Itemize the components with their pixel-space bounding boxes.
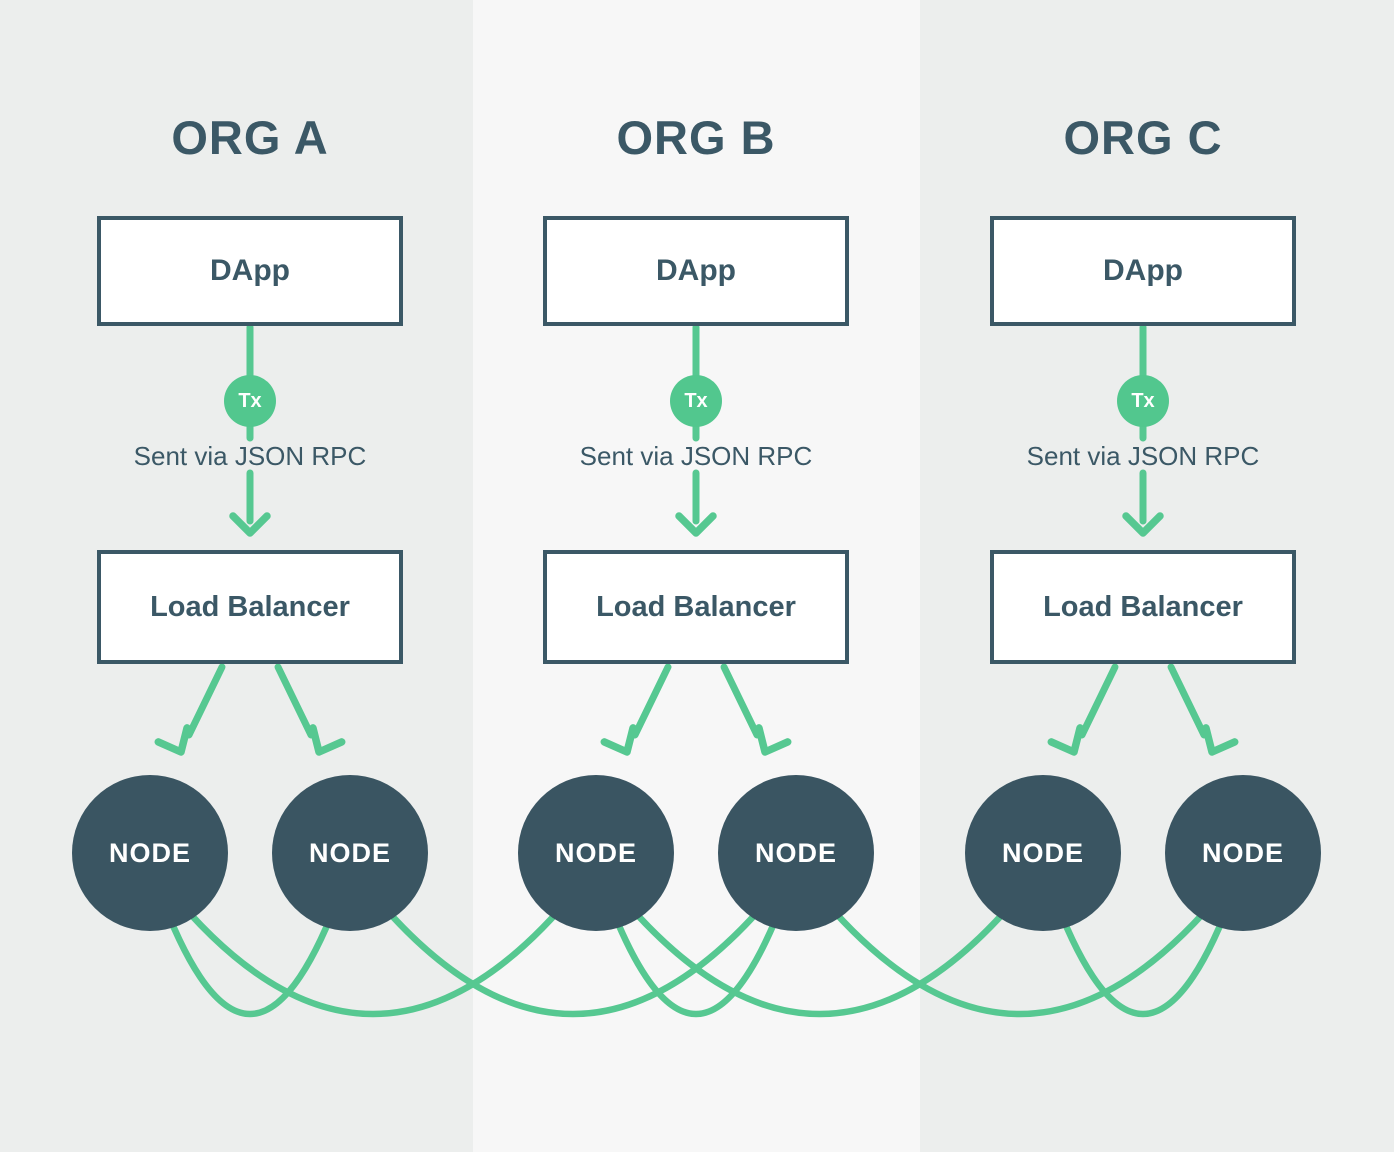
dapp-label: DApp: [210, 254, 290, 287]
org-c-node-2: NODE: [1165, 775, 1321, 931]
node-label: NODE: [308, 837, 391, 868]
org-a-node-2: NODE: [272, 775, 428, 931]
node-label: NODE: [754, 837, 837, 868]
org-b-title: ORG B: [616, 111, 776, 164]
org-c-tx-badge: Tx: [1117, 375, 1169, 427]
dapp-label: DApp: [656, 254, 736, 287]
org-c-load-balancer-box: Load Balancer: [990, 550, 1296, 664]
org-a-node-1: NODE: [72, 775, 228, 931]
node-label: NODE: [554, 837, 637, 868]
org-b-node-1: NODE: [518, 775, 674, 931]
org-b-dapp-box: DApp: [543, 216, 849, 326]
node-label: NODE: [1201, 837, 1284, 868]
org-a-tx-badge: Tx: [224, 375, 276, 427]
node-label: NODE: [108, 837, 191, 868]
org-a-load-balancer-box: Load Balancer: [97, 550, 403, 664]
org-a-title: ORG A: [171, 111, 329, 164]
tx-label: Tx: [238, 389, 262, 412]
org-c-rpc-caption: Sent via JSON RPC: [1026, 441, 1260, 471]
tx-label: Tx: [1131, 389, 1155, 412]
node-label: NODE: [1001, 837, 1084, 868]
org-c-title: ORG C: [1063, 111, 1223, 164]
dapp-label: DApp: [1103, 254, 1183, 287]
load-balancer-label: Load Balancer: [596, 590, 796, 623]
org-c-dapp-box: DApp: [990, 216, 1296, 326]
load-balancer-label: Load Balancer: [1043, 590, 1243, 623]
org-b-node-2: NODE: [718, 775, 874, 931]
org-b-rpc-caption: Sent via JSON RPC: [579, 441, 813, 471]
org-b-tx-badge: Tx: [670, 375, 722, 427]
load-balancer-label: Load Balancer: [150, 590, 350, 623]
org-c-node-1: NODE: [965, 775, 1121, 931]
org-a-dapp-box: DApp: [97, 216, 403, 326]
org-a-rpc-caption: Sent via JSON RPC: [133, 441, 367, 471]
org-b-load-balancer-box: Load Balancer: [543, 550, 849, 664]
tx-label: Tx: [684, 389, 708, 412]
